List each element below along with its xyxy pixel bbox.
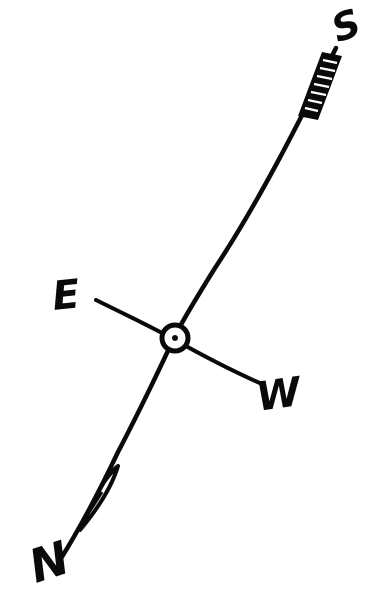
- label-south: S: [326, 0, 367, 51]
- label-north: N: [22, 530, 75, 593]
- north-arrowhead: [74, 464, 120, 533]
- label-east: E: [50, 271, 82, 320]
- label-west: W: [253, 369, 305, 421]
- south-hatched-tip: [298, 52, 342, 120]
- center-pivot: [159, 322, 191, 354]
